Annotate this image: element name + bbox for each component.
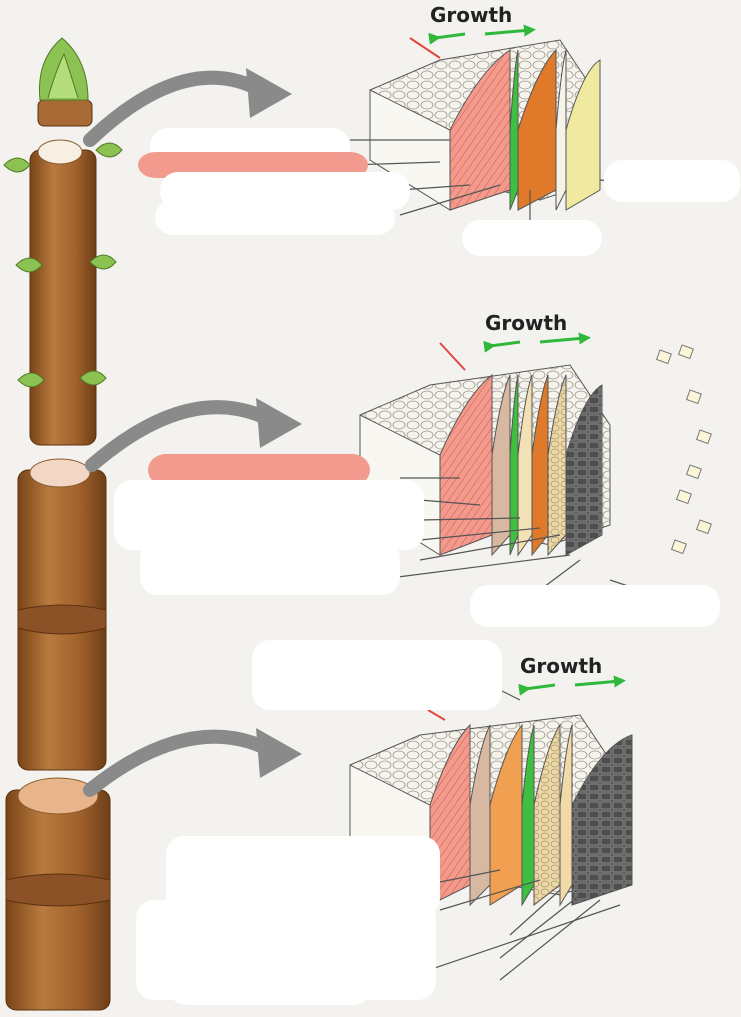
growth-year-two-arrow-inward xyxy=(483,340,521,353)
annotation-pointer xyxy=(409,37,441,59)
growth-year-three-arrow-inward xyxy=(518,683,556,696)
lateral-bud xyxy=(3,157,31,173)
label-mask xyxy=(604,160,740,202)
annotation-pointer xyxy=(439,342,466,371)
growth-year-two-arrow-outward xyxy=(539,332,591,345)
label-mask xyxy=(140,540,400,595)
lateral-bud xyxy=(17,372,45,388)
stem-illustration xyxy=(3,37,123,1011)
wedge-year-one xyxy=(369,39,601,211)
growth-year-three-arrow-outward xyxy=(574,675,626,688)
cork-flake xyxy=(677,344,694,360)
cork-flake xyxy=(675,489,692,505)
growth-year-one-label: Growth xyxy=(430,3,512,27)
stem-year-one xyxy=(29,149,97,446)
annotation-pointer xyxy=(427,709,446,721)
leader-line xyxy=(499,894,581,959)
ring-periderm xyxy=(571,734,633,906)
leader-line xyxy=(419,534,561,561)
pointer-arrow-head xyxy=(256,728,302,778)
leader-line xyxy=(509,889,561,936)
label-mask xyxy=(114,480,424,550)
leader-line xyxy=(389,554,571,579)
leader-line xyxy=(439,879,541,911)
label-mask xyxy=(166,836,440,916)
pointer-arrow-shaft xyxy=(83,70,267,147)
ring-periderm xyxy=(565,384,603,556)
leader-line xyxy=(399,184,501,216)
stem-year-three-cross-section xyxy=(17,777,99,815)
terminal-bud-scale xyxy=(47,52,79,99)
cork-flake xyxy=(655,349,672,365)
label-mask xyxy=(462,220,602,256)
stem-year-one-cross-section xyxy=(37,139,83,165)
lateral-bud xyxy=(89,254,117,270)
cork-flake xyxy=(685,389,702,405)
growth-year-three-label: Growth xyxy=(520,654,602,678)
label-mask xyxy=(252,640,502,710)
stem-year-two-cross-section xyxy=(29,458,91,488)
lateral-bud xyxy=(95,142,123,158)
growth-year-one-arrow-inward xyxy=(428,32,466,45)
bud-scale-scar-lower xyxy=(5,873,111,907)
lateral-bud xyxy=(15,257,43,273)
growth-year-one-arrow-outward xyxy=(484,24,536,37)
label-mask xyxy=(470,585,720,627)
ring-primary-xylem xyxy=(449,49,511,211)
ring-primary-phloem xyxy=(517,48,557,211)
bud-scale-scar xyxy=(17,604,107,635)
cork-flake xyxy=(685,464,702,480)
ring-cortex-outer xyxy=(565,59,601,211)
lateral-bud xyxy=(79,370,107,386)
growth-year-two-label: Growth xyxy=(485,311,567,335)
leader-line xyxy=(499,899,601,981)
cork-flake xyxy=(695,429,712,445)
pointer-arrow-head xyxy=(246,68,292,118)
pointer-arrow-shaft xyxy=(85,400,277,472)
label-mask-pink xyxy=(138,152,368,178)
leader-line xyxy=(439,869,501,883)
leader-line xyxy=(419,499,481,506)
pointer-arrow-head xyxy=(256,398,302,448)
leader-line xyxy=(419,527,541,541)
label-mask-pink xyxy=(148,454,370,486)
leader-line xyxy=(399,184,471,191)
label-mask xyxy=(170,980,370,1005)
label-mask xyxy=(155,200,395,235)
leader-line xyxy=(419,517,521,521)
bud-base xyxy=(37,99,93,127)
cork-flake xyxy=(695,519,712,535)
cork-flake xyxy=(670,539,687,555)
pointer-arrow-shaft xyxy=(83,729,277,797)
label-mask xyxy=(136,900,436,1000)
